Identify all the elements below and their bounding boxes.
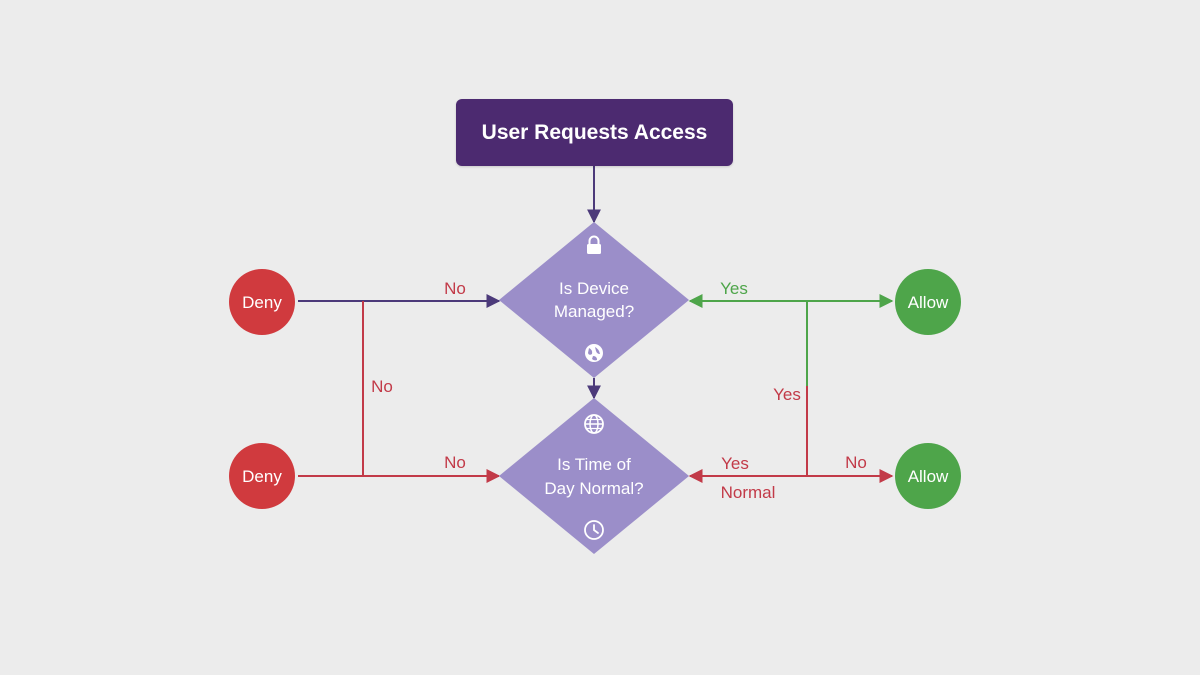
edge-label-deny-top-no: No [444,279,466,298]
edge-label-allow-bottom-no: No [845,453,867,472]
decision-time-label-line1: Is Time of [557,455,631,474]
allow-node-bottom-label: Allow [908,467,949,486]
decision-device-label-line2: Managed? [554,302,634,321]
edge-label-deny-vertical-no: No [371,377,393,396]
edge-label-time-normal: Normal [721,483,776,502]
edge-label-allow-vertical-yes: Yes [773,385,801,404]
deny-node-top-label: Deny [242,293,282,312]
edge-label-deny-bottom-no: No [444,453,466,472]
deny-node-bottom [229,443,295,509]
start-node-label: User Requests Access [481,120,708,144]
decision-time-of-day [499,398,689,554]
allow-node-top [895,269,961,335]
decision-device-managed [499,222,689,378]
clock-icon [584,520,604,540]
edge-label-time-yes: Yes [721,454,749,473]
globe-icon [584,414,604,434]
globe-icon [585,344,603,362]
allow-node-bottom [895,443,961,509]
deny-node-top [229,269,295,335]
deny-node-bottom-label: Deny [242,467,282,486]
edge-label-allow-top-yes: Yes [720,279,748,298]
lock-icon [587,235,601,254]
allow-node-top-label: Allow [908,293,949,312]
decision-time-label-line2: Day Normal? [544,479,643,498]
decision-device-label-line1: Is Device [559,279,629,298]
start-node-user-requests-access: User Requests Access [456,99,733,166]
